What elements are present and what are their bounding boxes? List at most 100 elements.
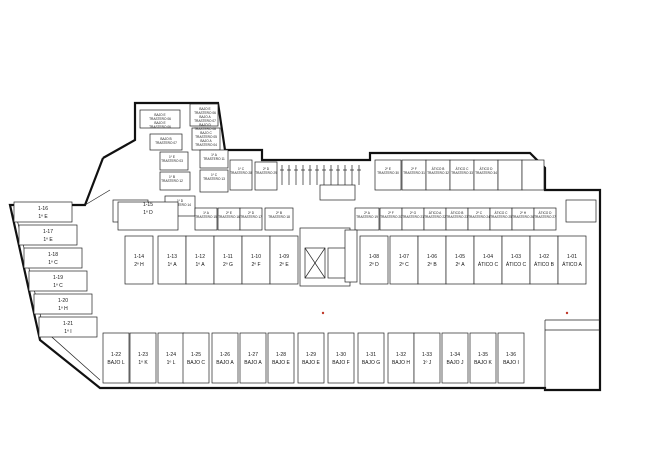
storage-name: TRASTERO 28 bbox=[230, 171, 252, 175]
storage-name: TRASTERO 07 bbox=[155, 141, 177, 145]
spot-code: 1-14 bbox=[134, 254, 144, 260]
storage-code: ÁTICO C bbox=[456, 167, 470, 171]
storage-name: TRASTERO 15 bbox=[195, 215, 217, 219]
storage-name: TRASTERO 30 bbox=[377, 171, 399, 175]
storage-name: TRASTERO 25 bbox=[490, 215, 512, 219]
parking-spot-outline bbox=[557, 235, 587, 285]
spot-code: 1-31 bbox=[366, 352, 376, 358]
spot-unit: 2º G bbox=[223, 262, 233, 268]
spot-unit: 2º C bbox=[399, 262, 409, 268]
spot-unit: 1º L bbox=[167, 360, 176, 366]
spot-unit: ÁTICO B bbox=[534, 261, 555, 268]
storage-name: TRASTERO 04 bbox=[195, 143, 217, 147]
spot-code: 1-34 bbox=[450, 352, 460, 358]
storage-code: BAJO A bbox=[199, 115, 211, 119]
parking-spot-outline bbox=[28, 270, 88, 292]
storage-block-left bbox=[139, 103, 229, 217]
spot-unit: 1º A bbox=[195, 262, 205, 268]
spot-unit: 2º H bbox=[134, 262, 144, 268]
parking-spot-outline bbox=[297, 332, 325, 384]
spot-code: 1-01 bbox=[567, 254, 577, 260]
storage-code: 1º C bbox=[238, 167, 245, 171]
red-markers bbox=[321, 311, 569, 315]
storage-code: 2º F bbox=[411, 167, 417, 171]
spot-code: 1-36 bbox=[506, 352, 516, 358]
parking-spot-1-15: 1-15 1º D bbox=[117, 201, 179, 231]
storage-name: TRASTERO 23 bbox=[446, 215, 468, 219]
parking-spot-outline bbox=[417, 235, 447, 285]
storage-code: BAJO A bbox=[200, 139, 212, 143]
spot-code: 1-23 bbox=[138, 352, 148, 358]
spot-unit: 1º H bbox=[58, 306, 68, 312]
spot-unit: BAJO I bbox=[503, 360, 519, 366]
storage-code: 1º A bbox=[203, 211, 210, 215]
spot-code: 1-26 bbox=[220, 352, 230, 358]
parking-spot: 1-13 1º A bbox=[157, 235, 187, 285]
spot-code: 1-33 bbox=[422, 352, 432, 358]
spot-code: 1-21 bbox=[63, 321, 73, 327]
spot-unit: ÁTICO C bbox=[506, 261, 527, 268]
spot-code: 1-20 bbox=[58, 298, 68, 304]
storage-code: BAJO E bbox=[154, 121, 165, 125]
spot-code: 1-03 bbox=[511, 254, 521, 260]
parking-spot-outline bbox=[18, 224, 78, 246]
storage-name: TRASTERO 26 bbox=[512, 215, 534, 219]
storage-code: 1º C bbox=[211, 173, 218, 177]
spot-code: 1-25 bbox=[191, 352, 201, 358]
storage-name: TRASTERO 06 bbox=[149, 125, 171, 129]
storage-code: ÁTICO D bbox=[480, 167, 494, 171]
spot-code: 1-13 bbox=[167, 254, 177, 260]
parking-spot-outline bbox=[413, 332, 441, 384]
parking-spot-outline bbox=[157, 332, 185, 384]
spot-unit: 1º A bbox=[167, 262, 177, 268]
parking-spot-outline bbox=[267, 332, 295, 384]
spot-unit: 1º K bbox=[138, 360, 148, 366]
storage-code: BAJO E bbox=[154, 113, 165, 117]
storage-name: TRASTERO 22 bbox=[424, 215, 446, 219]
bike-rack bbox=[280, 165, 361, 185]
storage-name: TRASTERO 08 bbox=[194, 127, 216, 131]
storage-name: TRASTERO 16 bbox=[218, 215, 240, 219]
parking-spot-outline bbox=[38, 316, 98, 338]
parking-spot-outline bbox=[529, 235, 559, 285]
parking-spot: 1-11 2º G bbox=[213, 235, 243, 285]
spot-code: 1-15 bbox=[143, 202, 153, 208]
storage-name: TRASTERO 32 bbox=[427, 171, 449, 175]
storage-name: TRASTERO 06 bbox=[194, 111, 216, 115]
storage-name: TRASTERO 03 bbox=[161, 159, 183, 163]
storage-code: 2º G bbox=[410, 211, 417, 215]
storage-rows bbox=[194, 159, 597, 231]
parking-spot-outline bbox=[102, 332, 130, 384]
storage-name: TRASTERO 14 bbox=[169, 203, 191, 207]
storage-code: ÁTICO B bbox=[451, 211, 464, 215]
spot-unit: 2º E bbox=[279, 262, 289, 268]
parking-spot-outline bbox=[327, 332, 355, 384]
storage-code: 1º A bbox=[211, 153, 218, 157]
spot-code: 1-11 bbox=[223, 254, 233, 260]
spot-unit: BAJO G bbox=[362, 360, 380, 366]
storage-code: 2º C bbox=[476, 211, 483, 215]
parking-spot-outline bbox=[213, 235, 243, 285]
parking-spot: 1-14 2º H bbox=[124, 235, 154, 285]
spot-code: 1-05 bbox=[455, 254, 465, 260]
spot-unit: ÁTICO C bbox=[478, 261, 499, 268]
spot-unit: 1º E bbox=[38, 214, 48, 220]
spot-code: 1-04 bbox=[483, 254, 493, 260]
